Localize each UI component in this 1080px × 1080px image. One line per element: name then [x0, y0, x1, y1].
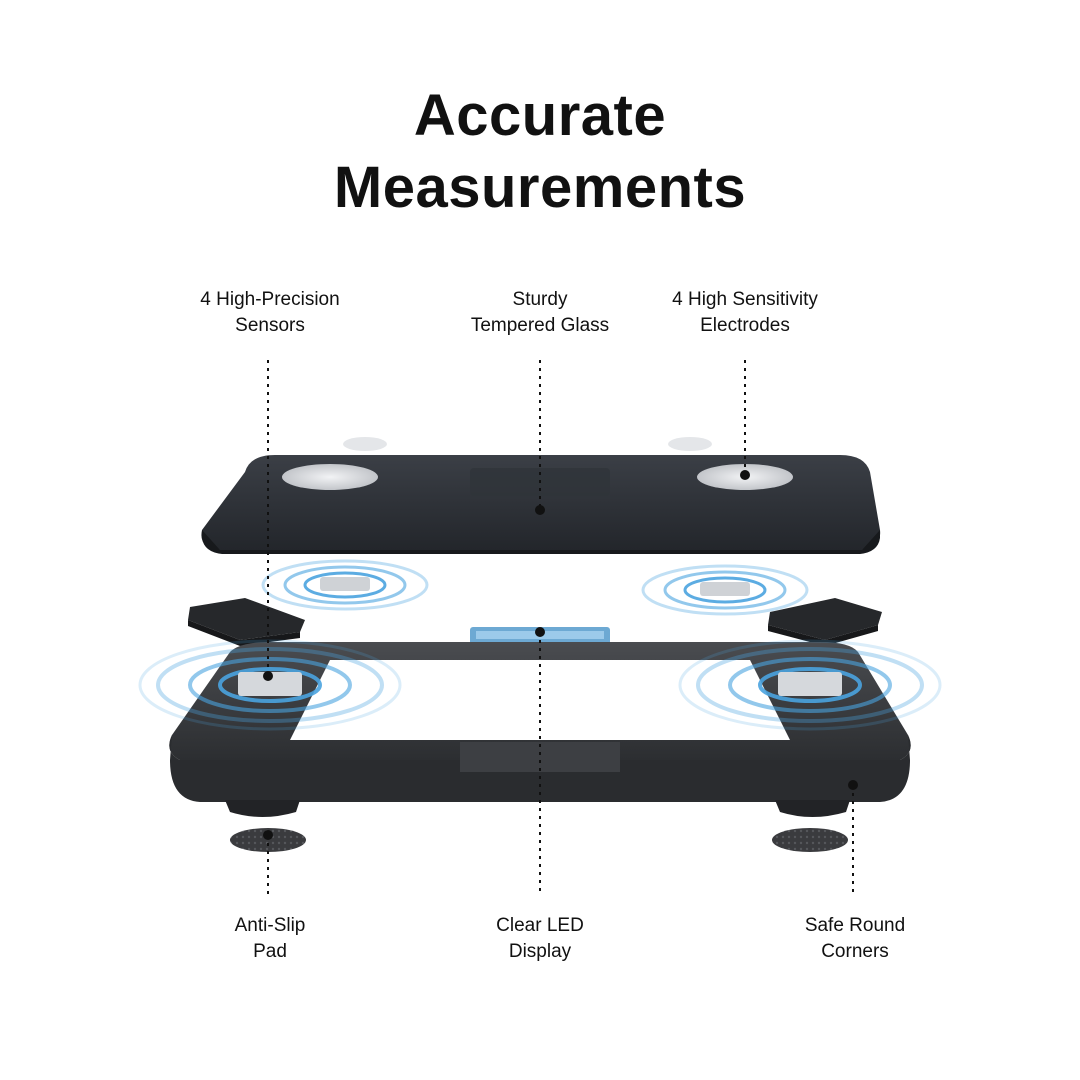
tempered-glass-plate: [201, 455, 881, 554]
anchor-dot-electrodes: [740, 470, 750, 480]
sensor-rings-bottom-left: [138, 639, 402, 731]
title-line-1: Accurate: [413, 83, 667, 148]
callout-electrodes-line1: 4 High Sensitivity: [672, 289, 818, 310]
corner-cap-left: [188, 598, 305, 646]
callout-electrodes: 4 High Sensitivity Electrodes: [625, 287, 865, 339]
corner-cap-right: [768, 598, 882, 646]
callout-round-corners: Safe Round Corners: [735, 913, 975, 965]
callout-sensors-line2: Sensors: [235, 315, 305, 336]
callout-corners-line2: Corners: [821, 941, 889, 962]
callout-sensors-line1: 4 High-Precision: [200, 289, 340, 310]
callout-anti-slip-pad: Anti-Slip Pad: [150, 913, 390, 965]
callout-corners-line1: Safe Round: [804, 915, 906, 936]
sensor-rings-top-right: [641, 564, 809, 616]
callout-led-line1: Clear LED: [496, 915, 584, 936]
electrode-back-left: [343, 437, 387, 451]
callout-led-line2: Display: [508, 941, 572, 962]
callout-tempered-glass: Sturdy Tempered Glass: [420, 287, 660, 339]
foot-left: [225, 800, 300, 817]
anchor-dot-sensors: [263, 671, 273, 681]
anti-slip-pad-right: [772, 828, 848, 852]
sensor-rings-bottom-right: [678, 639, 942, 731]
title-line-2: Measurements: [333, 155, 747, 220]
anchor-dot-led: [535, 627, 545, 637]
callout-glass-line2: Tempered Glass: [470, 315, 610, 336]
callout-sensors: 4 High-Precision Sensors: [150, 287, 390, 339]
sensor-rings-top-left: [261, 559, 429, 611]
callout-pad-line2: Pad: [253, 941, 287, 962]
electrode-back-right: [668, 437, 712, 451]
anchor-dot-pad: [263, 830, 273, 840]
callout-pad-line1: Anti-Slip: [234, 915, 306, 936]
callout-led-display: Clear LED Display: [420, 913, 660, 965]
foot-right: [775, 800, 850, 817]
anchor-dot-corners: [848, 780, 858, 790]
callout-glass-line1: Sturdy: [512, 289, 568, 310]
anchor-dot-glass: [535, 505, 545, 515]
callout-electrodes-line2: Electrodes: [700, 315, 790, 336]
